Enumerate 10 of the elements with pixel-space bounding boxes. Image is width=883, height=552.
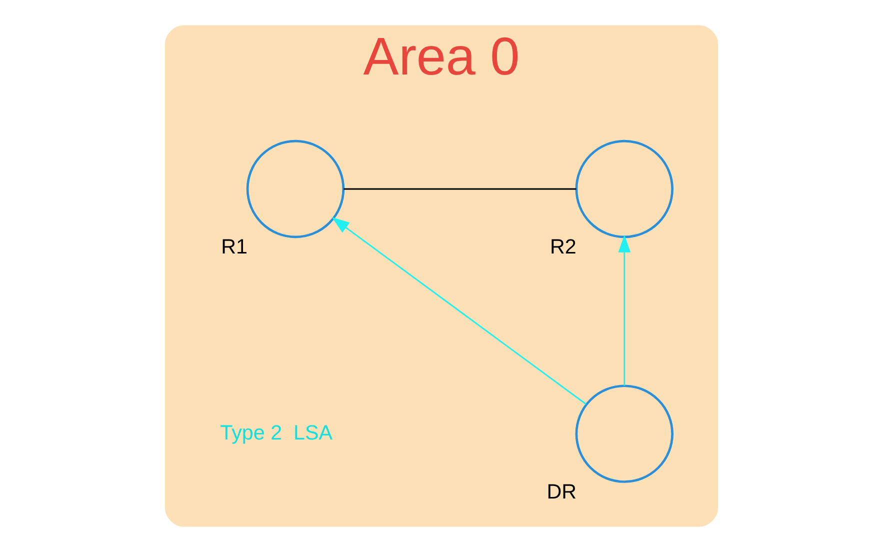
node-circle [575, 140, 674, 238]
arrow [618, 234, 631, 386]
node-circle [575, 384, 674, 483]
arrow [332, 217, 586, 405]
connector [344, 188, 576, 190]
node-label: R1 [221, 235, 248, 258]
node-circle [246, 140, 345, 238]
label: Type 2 LSA [220, 421, 332, 444]
node-label: DR [546, 480, 577, 504]
node-label: R2 [550, 235, 576, 258]
